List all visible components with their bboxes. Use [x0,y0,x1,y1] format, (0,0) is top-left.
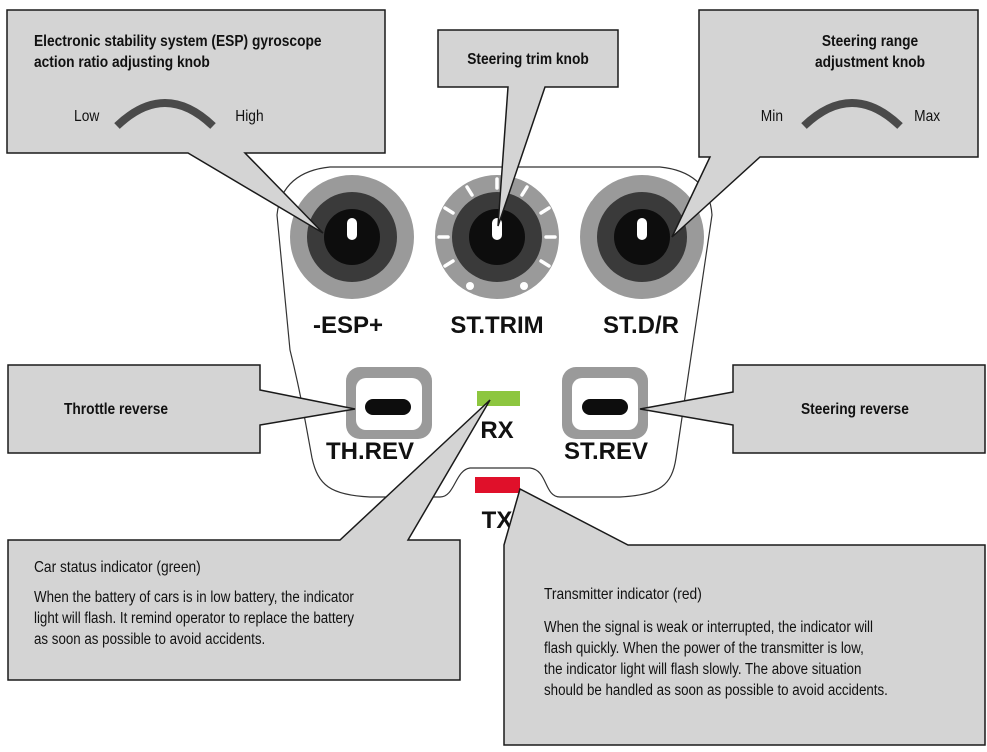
esp-callout-title-line1: Electronic stability system (ESP) gyrosc… [34,33,322,50]
tx-indicator-light [475,477,520,493]
transmitter-body-line4: should be handled as soon as possible to… [544,682,888,699]
trim-tick-marks [437,177,557,268]
min-max-arc-icon [801,99,903,129]
range-callout-box [671,9,979,238]
range-min-label: Min [760,108,783,125]
car-status-body-line3: as soon as possible to avoid accidents. [34,631,266,648]
st-rev-label: ST.REV [564,438,648,465]
tx-label: TX [482,507,513,534]
throttle-reverse-switch[interactable] [346,367,432,439]
transmitter-body-line3: the indicator light will flash slowly. T… [544,661,862,678]
trim-knob[interactable] [435,175,559,299]
esp-knob-label: -ESP+ [313,312,383,339]
range-callout-title-line1: Steering range [821,33,919,50]
rx-indicator-light [477,391,520,406]
car-status-callout-text: Car status indicator (green) When the ba… [34,557,474,650]
car-status-callout-title: Car status indicator (green) [34,559,201,576]
transmitter-callout-title: Transmitter indicator (red) [544,586,702,603]
esp-high-label: High [235,108,264,125]
trim-callout-box [437,29,619,227]
esp-callout-title: Electronic stability system (ESP) gyrosc… [34,31,361,73]
rx-label: RX [480,417,513,444]
esp-knob[interactable] [290,168,414,299]
esp-callout-box [6,9,386,234]
range-callout-title-line2: adjustment knob [814,54,926,71]
trim-knob-label: ST.TRIM [450,312,543,339]
car-status-callout-box [7,399,491,681]
trim-callout-title: Steering trim knob [467,51,589,68]
steering-reverse-switch[interactable] [562,367,648,439]
car-status-body-line1: When the battery of cars is in low batte… [34,589,354,606]
steering-reverse-callout-title: Steering reverse [801,401,909,418]
esp-low-label: Low [74,108,100,125]
low-high-arc-icon [114,99,216,129]
transmitter-body-line1: When the signal is weak or interrupted, … [544,619,873,636]
transmitter-body-line2: flash quickly. When the power of the tra… [544,640,864,657]
dr-knob[interactable] [580,168,704,299]
dr-knob-label: ST.D/R [603,312,679,339]
th-rev-label: TH.REV [326,438,414,465]
esp-callout-title-line2: action ratio adjusting knob [34,54,210,71]
transmitter-callout-box [503,487,986,746]
throttle-reverse-callout-box [7,364,356,454]
car-status-body-line2: light will flash. It remind operator to … [34,610,355,627]
throttle-reverse-callout-title: Throttle reverse [64,401,169,418]
steering-reverse-callout-box [639,364,986,454]
range-max-label: Max [914,108,941,125]
range-callout-title: Steering range adjustment knob [775,31,964,73]
transmitter-callout-text: Transmitter indicator (red) When the sig… [544,584,974,701]
